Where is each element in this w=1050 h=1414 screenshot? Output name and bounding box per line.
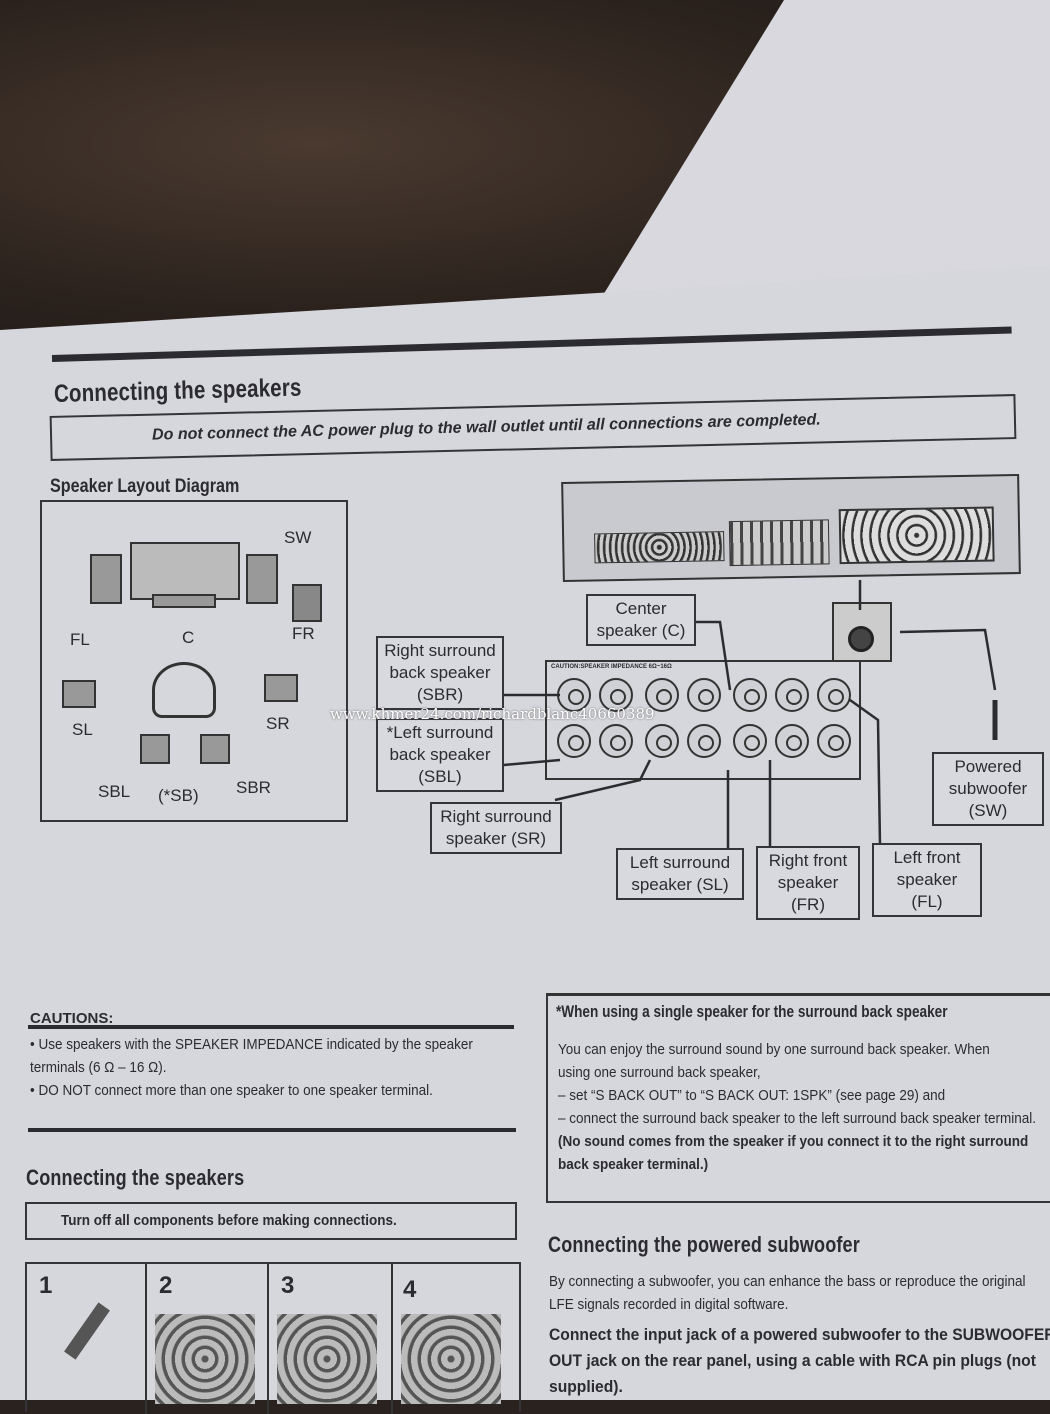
subwoofer-instruction: Connect the input jack of a powered subw… <box>549 1325 1050 1396</box>
step-1-number: 1 <box>39 1272 53 1299</box>
sbr-plus-jack <box>557 678 591 712</box>
caution-item: • DO NOT connect more than one speaker t… <box>30 1082 433 1099</box>
steps-panel: 1 2 3 4 <box>25 1262 521 1414</box>
subwoofer-title: Connecting the powered subwoofer <box>548 1232 860 1257</box>
sbr-minus-jack <box>557 724 591 758</box>
label-sbl: SBL <box>98 782 131 801</box>
subwoofer-body: By connecting a subwoofer, you can enhan… <box>549 1273 1026 1313</box>
label-sr: SR <box>266 714 290 733</box>
label-sl: SL <box>72 720 93 739</box>
single-speaker-title: *When using a single speaker for the sur… <box>556 1002 948 1021</box>
step-4-number: 4 <box>403 1276 417 1303</box>
tv-icon <box>130 542 240 600</box>
terminal-step4-icon <box>401 1314 501 1404</box>
label-sw: SW <box>284 528 312 547</box>
sl-speaker-icon <box>62 680 96 708</box>
label-sbr: SBR <box>236 778 271 797</box>
fl-plus-jack <box>817 678 851 712</box>
terminal-step2-icon <box>155 1314 255 1404</box>
fl-minus-jack <box>817 724 851 758</box>
c-minus-jack <box>733 724 767 758</box>
speaker-layout-diagram: SW FL C FR SL SR SBL (*SB) SBR <box>40 500 348 822</box>
cautions-rule-top <box>28 1025 514 1029</box>
fr-minus-jack <box>775 724 809 758</box>
c-plus-jack <box>733 678 767 712</box>
c-speaker-icon <box>152 594 216 608</box>
subwoofer-out-jack <box>848 626 874 652</box>
speaker-terminal-closeup: CAUTION:SPEAKER IMPEDANCE 6Ω~16Ω <box>545 660 861 780</box>
sw-speaker-icon <box>292 584 322 622</box>
sl-plus-jack <box>687 678 721 712</box>
watermark: www.khmer24.com/richardblanc40660389 <box>330 705 655 723</box>
step-2-number: 2 <box>159 1272 173 1299</box>
turn-off-note: Turn off all components before making co… <box>61 1212 397 1229</box>
fr-plus-jack <box>775 678 809 712</box>
label-c: C <box>182 628 195 647</box>
fr-speaker-icon <box>246 554 278 604</box>
wire-strip-icon <box>64 1302 110 1360</box>
fl-speaker-icon <box>90 554 122 604</box>
single-speaker-item2: – connect the surround back speaker to t… <box>558 1110 1037 1173</box>
sbr-speaker-icon <box>200 734 230 764</box>
caution-strip: CAUTION:SPEAKER IMPEDANCE 6Ω~16Ω <box>551 664 672 670</box>
sbl-speaker-icon <box>140 734 170 764</box>
connecting-title: Connecting the speakers <box>26 1165 245 1190</box>
sr-speaker-icon <box>264 674 298 702</box>
layout-diagram-title: Speaker Layout Diagram <box>50 476 240 497</box>
label-sb: (*SB) <box>158 786 199 805</box>
sbl-plus-jack <box>599 678 633 712</box>
sr-minus-jack <box>645 724 679 758</box>
connection-wires <box>503 580 998 850</box>
sbl-minus-jack <box>599 724 633 758</box>
terminal-step3-icon <box>277 1314 377 1404</box>
cautions-rule-bottom <box>28 1128 516 1132</box>
step-3-number: 3 <box>281 1272 295 1299</box>
sl-minus-jack <box>687 724 721 758</box>
cautions-list: • Use speakers with the SPEAKER IMPEDANC… <box>30 1033 516 1102</box>
sr-plus-jack <box>645 678 679 712</box>
cautions-title: CAUTIONS: <box>30 1010 114 1027</box>
single-speaker-item1: – set “S BACK OUT” to “S BACK OUT: 1SPK”… <box>558 1087 946 1104</box>
single-speaker-body: You can enjoy the surround sound by one … <box>558 1041 990 1081</box>
label-fr: FR <box>292 624 315 643</box>
caution-item: • Use speakers with the SPEAKER IMPEDANC… <box>30 1036 473 1076</box>
turn-off-note-box: Turn off all components before making co… <box>25 1202 517 1240</box>
label-fl: FL <box>70 630 90 649</box>
subwoofer-out-panel <box>832 602 892 662</box>
listener-icon <box>152 662 216 718</box>
single-speaker-box: *When using a single speaker for the sur… <box>546 993 1050 1203</box>
